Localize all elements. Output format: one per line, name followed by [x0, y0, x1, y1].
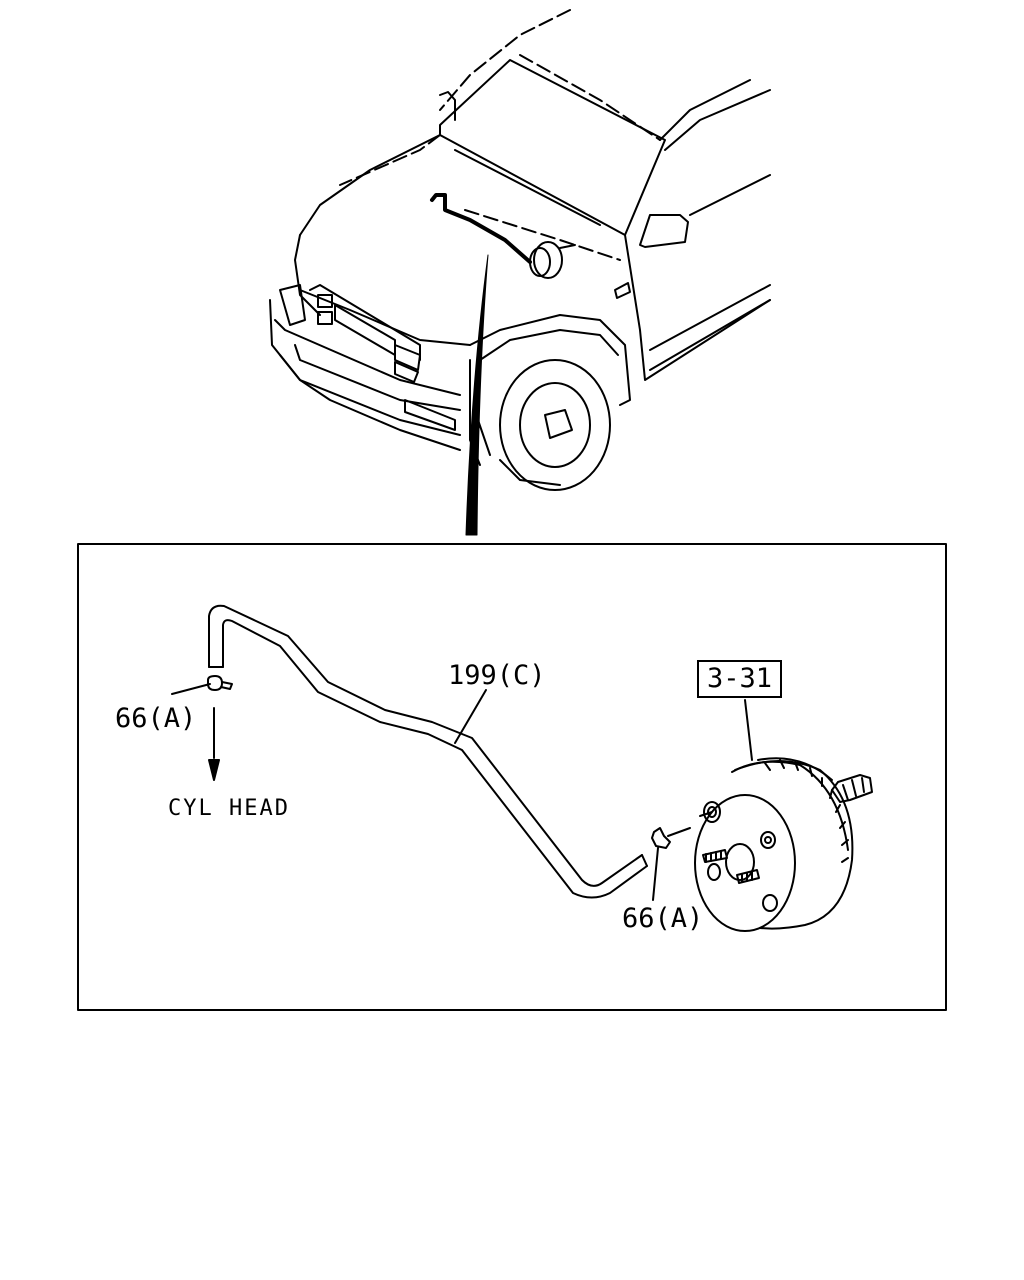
hose-leader	[454, 689, 487, 744]
hose-clamp-right	[651, 827, 691, 901]
direction-arrow	[208, 707, 220, 781]
destination-label: CYL HEAD	[168, 796, 290, 821]
clamp-left-part-label: 66(A)	[115, 703, 197, 734]
clamp-right-part-label: 66(A)	[622, 903, 704, 934]
vacuum-hose	[208, 604, 648, 899]
brake-booster	[694, 757, 873, 932]
booster-leader	[744, 699, 753, 761]
hose-part-label: 199(C)	[448, 660, 546, 691]
vehicle-illustration	[269, 9, 771, 536]
booster-ref-label: 3-31	[697, 660, 783, 698]
hose-clamp-left	[171, 675, 233, 695]
detail-frame	[77, 543, 947, 1011]
